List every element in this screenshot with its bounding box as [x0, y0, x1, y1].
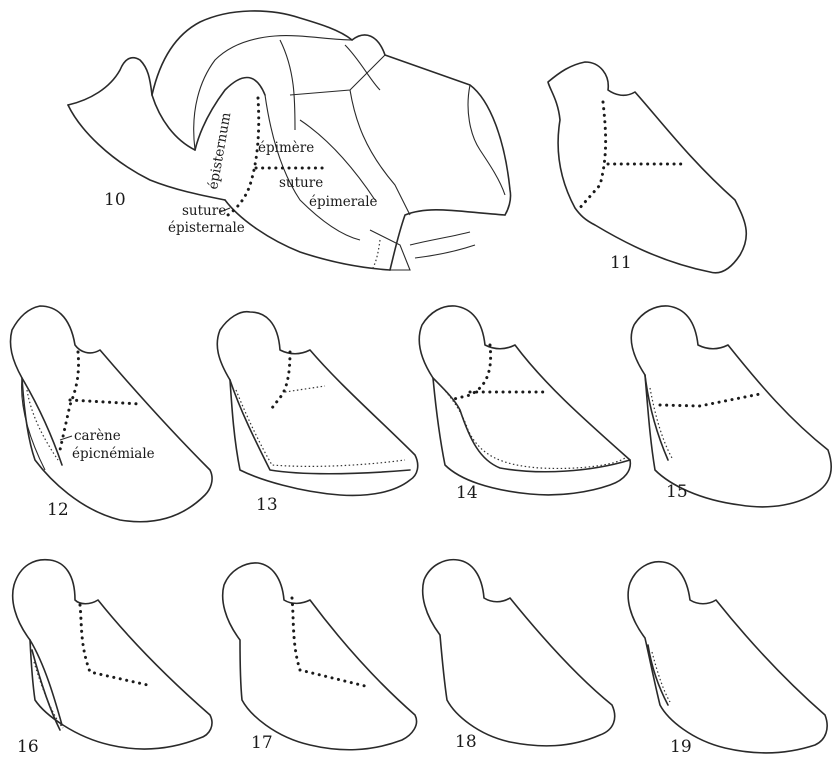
figure-14-drawing [419, 306, 630, 495]
figure-18-drawing [423, 560, 615, 746]
label-episternum: épisternum [205, 111, 234, 191]
label-carene-line2: épicnémiale [72, 446, 155, 462]
figure-11-drawing [548, 62, 746, 273]
figure-15-number: 15 [666, 482, 688, 502]
figure-15-drawing [631, 306, 831, 507]
figure-12-drawing [10, 306, 212, 522]
figure-13-number: 13 [256, 495, 278, 515]
figure-10-number: 10 [104, 190, 126, 210]
figure-17-number: 17 [251, 733, 273, 753]
label-carene-line1: carène [74, 428, 121, 444]
figure-12-number: 12 [47, 500, 69, 520]
figure-16-number: 16 [17, 737, 39, 757]
figure-16-drawing [13, 560, 212, 749]
label-suture-episternale-line2: épisternale [168, 220, 245, 236]
figure-14-number: 14 [456, 483, 478, 503]
label-epimere: épimère [258, 140, 314, 156]
figure-18-number: 18 [455, 732, 477, 752]
figure-19-number: 19 [670, 737, 692, 757]
figure-13-drawing [217, 312, 417, 496]
figure-11-number: 11 [610, 253, 632, 273]
figure-19-drawing [628, 562, 827, 753]
figure-17-drawing [223, 563, 417, 750]
label-suture-epimerale-line1: suture [279, 175, 323, 191]
label-suture-epimerale-line2: épimerale [309, 194, 378, 210]
label-suture-episternale-line1: suture [182, 203, 226, 219]
